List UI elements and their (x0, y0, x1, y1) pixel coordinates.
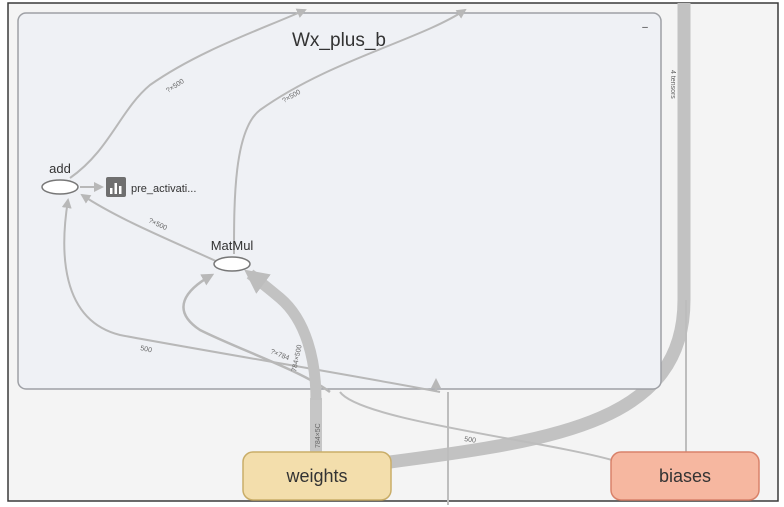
edge-label-tensors: 4 tensors (669, 70, 676, 99)
edge-biases-in (339, 391, 613, 461)
node-weights[interactable]: weights (242, 451, 392, 501)
bar-chart-icon-bar (114, 183, 117, 194)
group-wx-plus-b[interactable] (17, 12, 662, 390)
biases-label: biases (659, 466, 711, 486)
weights-label: weights (285, 466, 347, 486)
bar-chart-icon-bar (119, 186, 122, 194)
edge-weights-matmul (244, 269, 322, 401)
bar-chart-icon-bar (110, 188, 113, 194)
edge-label-biases-add: 500 (140, 345, 153, 354)
outer-edges (310, 3, 691, 505)
node-add[interactable]: add (41, 161, 79, 195)
edge-input-matmul (182, 273, 331, 394)
node-biases[interactable]: biases (610, 451, 760, 501)
biases-node-box[interactable] (610, 451, 760, 501)
edge-biases-add (61, 198, 441, 393)
group-collapse-icon[interactable]: – (642, 22, 648, 33)
edge-label-biases-stub: 500 (464, 436, 477, 445)
node-matmul[interactable]: MatMul (211, 238, 254, 272)
edge-4-tensors (389, 3, 691, 469)
edge-matmul-add (80, 193, 219, 263)
summary-label: pre_activati... (131, 183, 196, 195)
node-summary[interactable]: pre_activati... (106, 177, 196, 197)
add-label: add (49, 161, 71, 176)
weights-node-box[interactable] (242, 451, 392, 501)
matmul-op-ellipse[interactable] (213, 256, 251, 272)
edge-label-weights-stub: 784×5C (315, 423, 322, 448)
edge-add-out (69, 8, 307, 179)
edge-matmul-out (233, 8, 467, 255)
inner-edges (61, 8, 467, 401)
matmul-label: MatMul (211, 238, 254, 253)
add-op-ellipse[interactable] (41, 179, 79, 195)
group-title: Wx_plus_b (292, 30, 386, 51)
